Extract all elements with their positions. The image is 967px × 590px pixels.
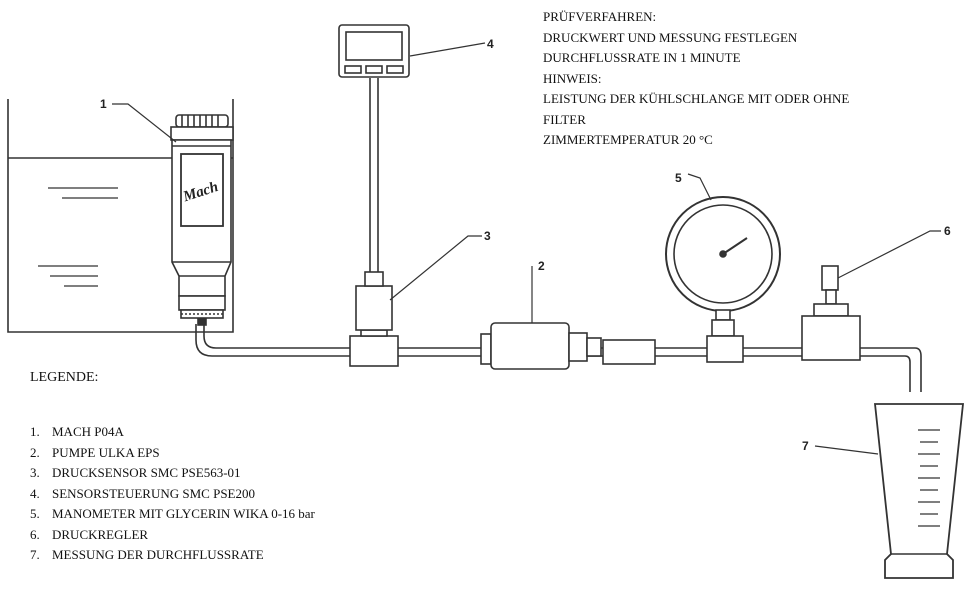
pump — [480, 322, 656, 370]
legend-text: DRUCKSENSOR SMC PSE563-01 — [52, 465, 241, 480]
leader-line-1 — [112, 103, 177, 143]
legend-item: 1. MACH P04A — [30, 422, 315, 443]
callout-5: 5 — [675, 171, 682, 185]
leader-line-7 — [814, 445, 879, 455]
legend-number: 3. — [30, 465, 40, 480]
legend-item: 4. SENSORSTEUERUNG SMC PSE200 — [30, 484, 315, 505]
legend-heading: LEGENDE: — [30, 370, 99, 385]
legend-text: PUMPE ULKA EPS — [52, 444, 160, 460]
callout-6: 6 — [944, 224, 951, 238]
callout-1: 1 — [100, 97, 107, 111]
legend-list: 1. MACH P04A 2. PUMPE ULKA EPS 3. DRUCKSENS… — [30, 422, 315, 566]
legend-text: SENSORSTEUERUNG SMC PSE200 — [52, 485, 255, 501]
procedure-notes: PRÜFVERFAHREN: DRUCKWERT UND MESSUNG FES… — [543, 7, 849, 151]
procedure-line: LEISTUNG DER KÜHLSCHLANGE MIT ODER OHNE — [543, 91, 850, 106]
legend-number: 5. — [30, 506, 40, 521]
legend-number: 7. — [30, 547, 40, 562]
legend-text: MESSUNG DER DURCHFLUSSRATE — [52, 547, 264, 562]
procedure-line: DRUCKWERT UND MESSUNG FESTLEGEN — [543, 29, 798, 45]
legend-number: 1. — [30, 424, 40, 439]
callout-7: 7 — [802, 439, 809, 453]
callout-2: 2 — [538, 259, 545, 273]
legend-text: MANOMETER MIT GLYCERIN WIKA 0-16 bar — [52, 506, 315, 521]
legend-text: DRUCKREGLER — [52, 526, 149, 542]
procedure-line: HINWEIS: — [543, 70, 602, 86]
filter-cartridge — [170, 114, 234, 326]
legend-item: 2. PUMPE ULKA EPS — [30, 443, 315, 464]
callout-4: 4 — [487, 37, 494, 51]
legend-item: 5. MANOMETER MIT GLYCERIN WIKA 0-16 bar — [30, 504, 315, 525]
legend-item: 3. DRUCKSENSOR SMC PSE563-01 — [30, 463, 315, 484]
procedure-line: ZIMMERTEMPERATUR 20 °C — [543, 132, 713, 147]
sensor-tee — [349, 232, 399, 367]
leader-line-4 — [409, 42, 486, 57]
pressure-regulator — [801, 265, 861, 361]
leader-lines — [112, 42, 941, 455]
leader-line-5 — [687, 173, 712, 201]
legend-item: 6. DRUCKREGLER — [30, 525, 315, 546]
sensor-controller — [338, 24, 410, 232]
legend-number: 6. — [30, 526, 40, 542]
procedure-line: FILTER — [543, 111, 586, 127]
leader-line-6 — [837, 230, 941, 279]
legend-number: 2. — [30, 444, 40, 460]
legend-text: MACH P04A — [52, 424, 124, 439]
procedure-line: DURCHFLUSSRATE IN 1 MINUTE — [543, 50, 741, 65]
procedure-line: PRÜFVERFAHREN: — [543, 9, 657, 24]
legend-number: 4. — [30, 485, 40, 501]
leader-line-3 — [389, 235, 482, 301]
legend-item: 7. MESSUNG DER DURCHFLUSSRATE — [30, 545, 315, 566]
measuring-beaker — [873, 403, 965, 579]
manometer — [665, 196, 781, 363]
callout-3: 3 — [484, 229, 491, 243]
